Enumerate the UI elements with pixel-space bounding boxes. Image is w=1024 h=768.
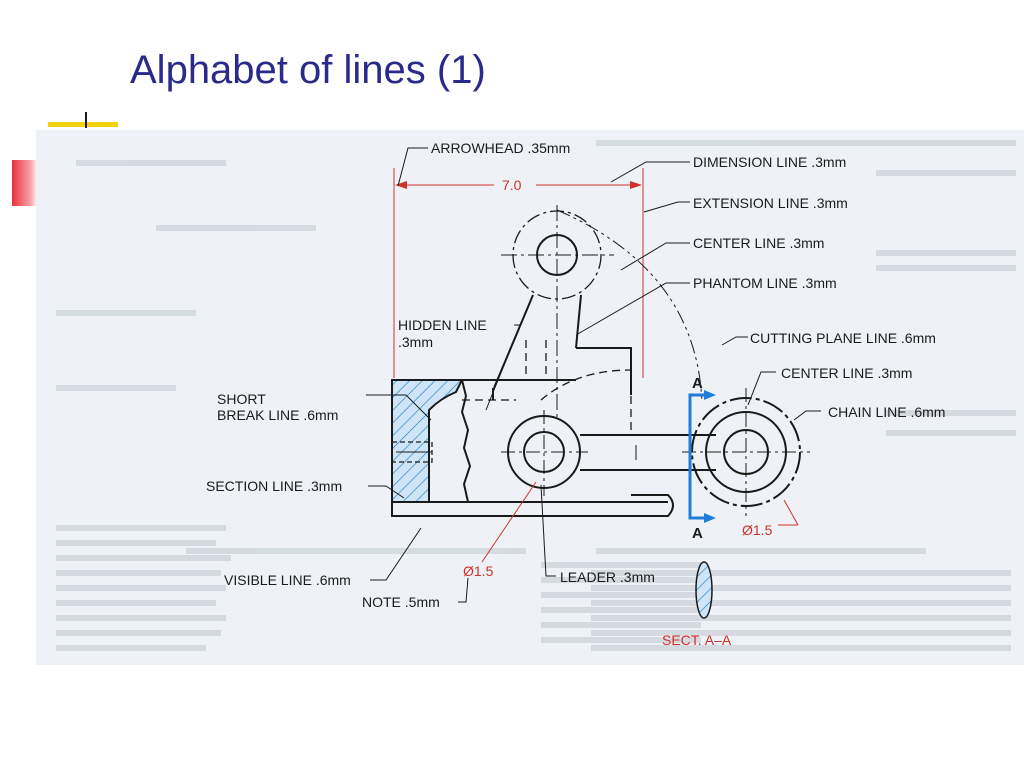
- title-underline: [48, 122, 118, 127]
- label-short-break: SHORT: [217, 391, 266, 407]
- figure-panel: 7.0: [36, 130, 1024, 665]
- label-section-line: SECTION LINE .3mm: [206, 478, 342, 494]
- cut-label-bottom: A: [692, 525, 703, 542]
- label-chain-line: CHAIN LINE .6mm: [828, 404, 945, 420]
- diameter-left: Ø1.5: [463, 563, 494, 579]
- cut-label-top: A: [692, 375, 703, 392]
- label-extension-line: EXTENSION LINE .3mm: [693, 195, 848, 211]
- dimension-value: 7.0: [502, 177, 522, 193]
- leader-lines: [366, 147, 821, 603]
- label-center-line-top: CENTER LINE .3mm: [693, 235, 824, 251]
- section-label: SECT. A–A: [662, 632, 732, 648]
- label-center-line-right: CENTER LINE .3mm: [781, 365, 912, 381]
- hidden-lines: [462, 340, 632, 435]
- top-boss: [501, 205, 614, 418]
- arm: [492, 294, 632, 400]
- link-bar: [580, 434, 716, 471]
- middle-boss: [501, 410, 588, 496]
- section-hatch: [391, 379, 472, 503]
- section-a-a: SECT. A–A: [662, 561, 732, 648]
- red-bullet: [12, 160, 38, 206]
- slide-title: Alphabet of lines (1): [130, 48, 486, 92]
- technical-drawing: 7.0: [56, 140, 1016, 651]
- diameter-right: Ø1.5: [742, 522, 773, 538]
- label-visible-line: VISIBLE LINE .6mm: [224, 572, 351, 588]
- phantom-arc: [556, 209, 703, 403]
- label-phantom-line: PHANTOM LINE .3mm: [693, 275, 837, 291]
- bullet-marker: [85, 112, 87, 128]
- label-hidden-line-weight: .3mm: [398, 334, 433, 350]
- faded-background-text: [56, 140, 1016, 651]
- label-arrowhead: ARROWHEAD .35mm: [431, 140, 570, 156]
- label-hidden-line: HIDDEN LINE: [398, 317, 487, 333]
- right-boss: [682, 388, 810, 516]
- label-cutting-plane-line: CUTTING PLANE LINE .6mm: [750, 330, 936, 346]
- label-short-break-line: BREAK LINE .6mm: [217, 407, 338, 423]
- arrowhead-left: [395, 181, 407, 189]
- label-note: NOTE .5mm: [362, 594, 440, 610]
- cutting-plane: A A: [688, 375, 716, 542]
- label-dimension-line: DIMENSION LINE .3mm: [693, 154, 846, 170]
- label-leader: LEADER .3mm: [560, 569, 655, 585]
- dimension-7-0: 7.0: [393, 168, 644, 378]
- arrowhead-right: [630, 181, 642, 189]
